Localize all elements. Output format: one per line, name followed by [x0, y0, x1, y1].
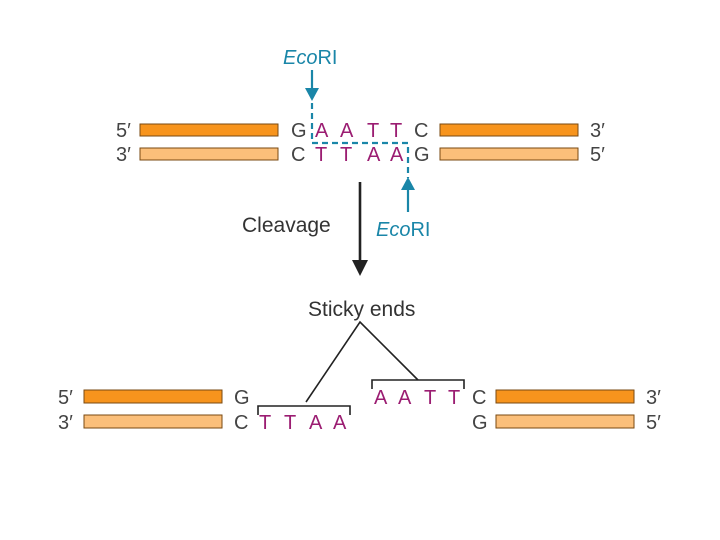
right-sticky-end-bracket	[371, 379, 465, 389]
right-fragment-top-base-5: C	[472, 387, 486, 409]
right-fragment-strand-bottom	[495, 414, 635, 429]
right-fragment-top-base-1: A	[374, 387, 388, 409]
bottom-left-3prime-label: 3′	[58, 412, 73, 434]
top-right-strand-bottom	[439, 147, 579, 161]
bottom-base-6: G	[414, 144, 430, 166]
intact-dna: 5′ 3′ 3′ 5′ G A A T T C C T T A A G EcoR…	[116, 47, 605, 241]
sticky-ends-title: Sticky ends	[308, 298, 415, 321]
bottom-base-3: T	[340, 144, 352, 166]
right-fragment-top-base-4: T	[448, 387, 460, 409]
right-fragment-bottom-base-1: G	[472, 412, 488, 434]
cleavage-arrowhead	[352, 260, 368, 276]
top-base-3: A	[340, 120, 354, 142]
left-fragment-bottom-base-2: T	[259, 412, 271, 434]
ecori-bottom-label: EcoRI	[376, 219, 430, 241]
right-fragment-top-base-2: A	[398, 387, 412, 409]
cleavage-label: Cleavage	[242, 214, 331, 237]
left-fragment-bottom-base-1: C	[234, 412, 248, 434]
bottom-strand-sequence: C T T A A G	[291, 144, 430, 166]
left-fragment-bottom-base-3: T	[284, 412, 296, 434]
top-right-5prime-label: 5′	[590, 144, 605, 166]
bottom-base-4: A	[367, 144, 381, 166]
top-base-6: C	[414, 120, 428, 142]
left-fragment-bottom-base-5: A	[333, 412, 347, 434]
top-base-2: A	[315, 120, 329, 142]
right-fragment-strand-top	[495, 389, 635, 404]
top-left-3prime-label: 3′	[116, 144, 131, 166]
bottom-base-5: A	[390, 144, 404, 166]
left-sticky-end-bracket	[257, 405, 351, 415]
top-base-1: G	[291, 120, 307, 142]
left-fragment-strand-bottom	[83, 414, 223, 429]
sticky-ends-pointer	[305, 320, 419, 403]
left-fragment-strand-top	[83, 389, 223, 404]
cleavage-step: Cleavage	[242, 182, 368, 276]
bottom-right-5prime-label: 5′	[646, 412, 661, 434]
top-left-strand-bottom	[139, 147, 279, 161]
cleavage-dashed-line	[310, 103, 410, 178]
bottom-base-2: T	[315, 144, 327, 166]
ecori-top-arrowhead	[305, 88, 319, 101]
bottom-left-5prime-label: 5′	[58, 387, 73, 409]
top-base-5: T	[390, 120, 402, 142]
top-left-5prime-label: 5′	[116, 120, 131, 142]
left-fragment-bottom-base-4: A	[309, 412, 323, 434]
top-left-strand-top	[139, 123, 279, 137]
top-strand-sequence: G A A T T C	[291, 120, 428, 142]
bottom-right-3prime-label: 3′	[646, 387, 661, 409]
top-base-4: T	[367, 120, 379, 142]
top-right-3prime-label: 3′	[590, 120, 605, 142]
ecori-top-label: EcoRI	[283, 47, 337, 69]
top-right-strand-top	[439, 123, 579, 137]
ecori-bottom-arrowhead	[401, 177, 415, 190]
bottom-base-1: C	[291, 144, 305, 166]
right-fragment-top-base-3: T	[424, 387, 436, 409]
cleaved-dna: Sticky ends 5′ 3′ 3′ 5′ G C T T A A A A …	[58, 298, 661, 434]
left-fragment-top-base-1: G	[234, 387, 250, 409]
